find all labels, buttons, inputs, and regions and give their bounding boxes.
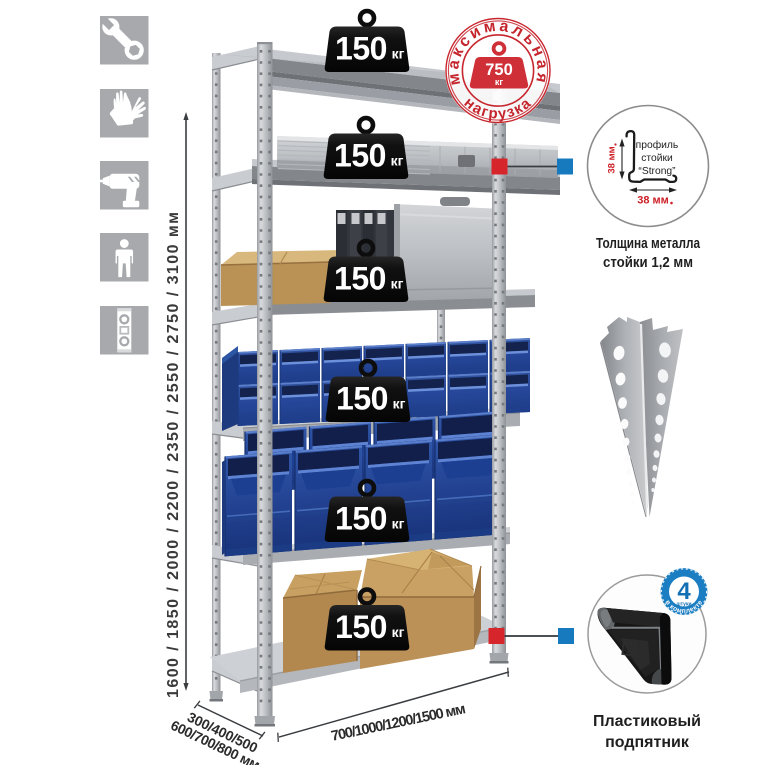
- svg-text:кг: кг: [495, 77, 504, 87]
- svg-text:4: 4: [677, 578, 691, 605]
- svg-text:38 мм: 38 мм: [637, 195, 669, 207]
- svg-text:150: 150: [335, 609, 387, 645]
- svg-text:150: 150: [335, 30, 387, 66]
- svg-text:Пластиковый: Пластиковый: [593, 713, 701, 730]
- svg-text:Толщина металла: Толщина металла: [596, 235, 701, 252]
- svg-text:кг: кг: [393, 395, 406, 411]
- svg-text:150: 150: [334, 137, 386, 173]
- svg-text:стойки 1,2 мм: стойки 1,2 мм: [603, 254, 693, 271]
- svg-text:кг: кг: [392, 45, 405, 61]
- svg-text:150: 150: [335, 500, 387, 536]
- svg-text:“Strong”: “Strong”: [638, 166, 676, 177]
- svg-text:150: 150: [336, 380, 388, 416]
- svg-text:кг: кг: [392, 624, 405, 640]
- svg-text:1600 / 1850 / 2000 / 2200 / 23: 1600 / 1850 / 2000 / 2200 / 2350 / 2550 …: [165, 212, 182, 698]
- svg-text:750: 750: [485, 61, 513, 79]
- svg-text:38 мм: 38 мм: [607, 146, 618, 173]
- svg-text:штуки: штуки: [676, 602, 691, 608]
- svg-text:кг: кг: [391, 275, 404, 291]
- svg-text:подпятник: подпятник: [605, 734, 690, 751]
- svg-text:700/1000/1200/1500 мм: 700/1000/1200/1500 мм: [330, 701, 467, 745]
- svg-text:150: 150: [334, 260, 386, 296]
- svg-text:кг: кг: [392, 515, 405, 531]
- svg-text:профиль: профиль: [636, 139, 679, 151]
- svg-text:стойки: стойки: [641, 153, 673, 164]
- svg-text:кг: кг: [391, 152, 404, 168]
